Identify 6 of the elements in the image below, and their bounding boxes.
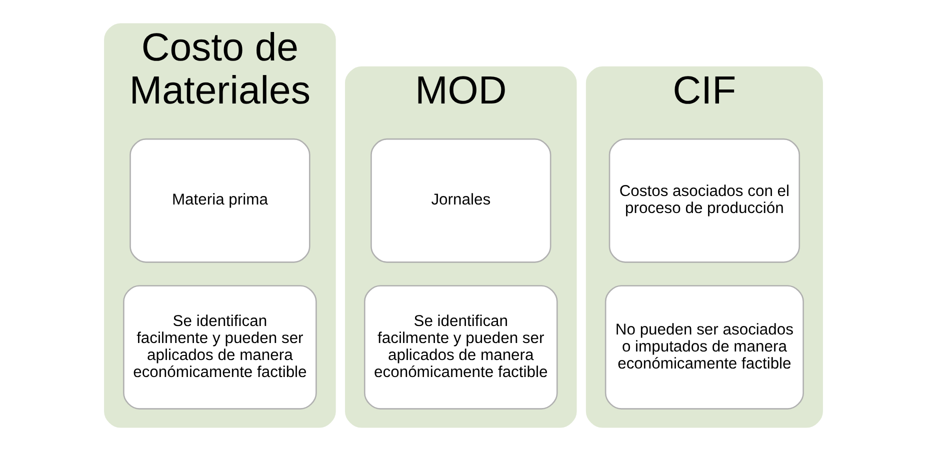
node-box: Costos asociados con el proceso de producción: [608, 138, 800, 263]
node-box: Jornales: [370, 138, 552, 263]
node-box: Materia prima: [130, 138, 310, 263]
node-box: Se identifican facilmente y pueden ser aplicados de manera económicamente factible: [364, 285, 558, 410]
node-box: No pueden ser asociados o imputados de manera económicamente factible: [604, 285, 804, 410]
node-box: Se identifican facilmente y pueden ser aplicados de manera económicamente factible: [123, 285, 317, 410]
